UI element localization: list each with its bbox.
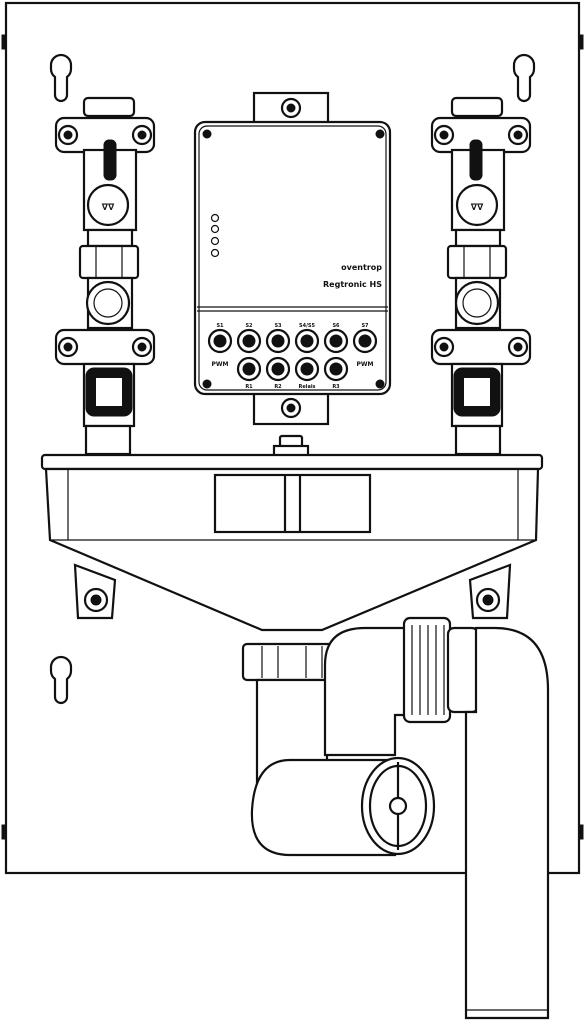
pwm-label-left: PWM [212, 361, 229, 368]
controller-brand: oventrop [341, 263, 382, 272]
terminal-label-bottom-1: R1 [245, 384, 253, 390]
terminal-label-top-5: S6 [332, 323, 340, 329]
controller-unit [193, 91, 392, 426]
terminal-label-bottom-4: R3 [332, 384, 340, 390]
terminal-label-top-6: S7 [361, 323, 369, 329]
drip-tray [40, 453, 544, 632]
valve-assembly-left: ∇∇ [54, 96, 156, 456]
controller-model: Regtronic HS [323, 280, 382, 289]
outlet-pipe [464, 626, 550, 1020]
terminal-label-bottom-3: Relais [298, 384, 315, 390]
svg-text:∇∇: ∇∇ [102, 203, 115, 213]
valve-assembly-right: ∇∇ [430, 96, 532, 456]
top-fitting [272, 434, 310, 458]
trap-union [402, 616, 480, 724]
terminal-label-top-2: S2 [245, 323, 253, 329]
terminal-label-top-3: S3 [274, 323, 282, 329]
keyhole-slot-bottom-left [49, 655, 73, 705]
svg-text:∇∇: ∇∇ [471, 203, 484, 213]
tray-foot-right [468, 563, 512, 620]
pwm-label-right: PWM [357, 361, 374, 368]
terminal-label-top-1: S1 [216, 323, 224, 329]
keyhole-slot-top-left [49, 53, 73, 103]
tray-foot-left [73, 563, 117, 620]
terminal-label-bottom-2: R2 [274, 384, 282, 390]
siphon-body [250, 756, 436, 857]
keyhole-slot-top-right [512, 53, 536, 103]
terminal-label-top-4: S4/S5 [299, 323, 316, 329]
